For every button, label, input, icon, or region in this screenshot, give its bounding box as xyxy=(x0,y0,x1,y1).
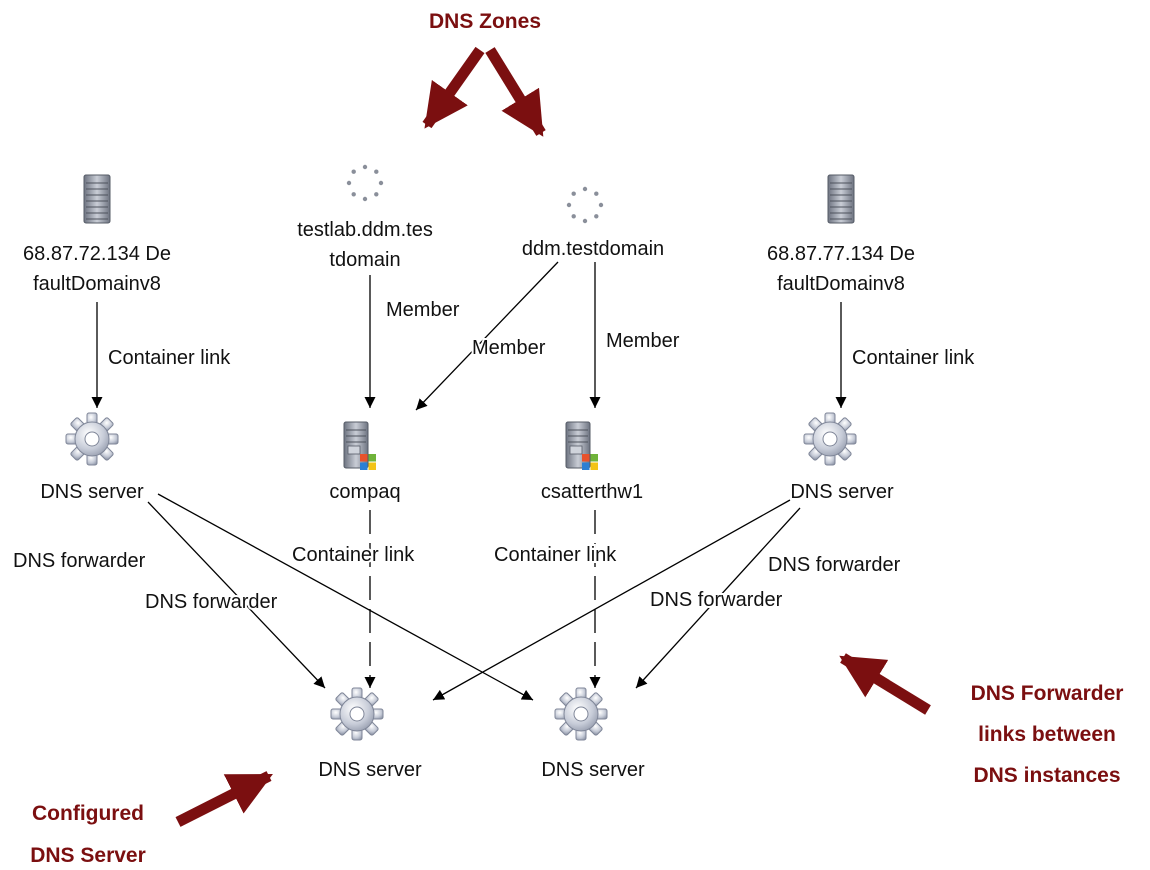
callout-forwarder-line2: links between xyxy=(978,723,1116,746)
node-label-line1: 68.87.72.134 De xyxy=(23,243,171,265)
node-host-csatterthw1[interactable]: csatterthw1 xyxy=(541,421,643,503)
callout-forwarder-line3: DNS instances xyxy=(973,764,1120,787)
edge-label-forwarder-tl-1: DNS forwarder xyxy=(13,550,146,572)
node-label-line2: tdomain xyxy=(329,249,400,271)
edge-forwarder-tr-bl xyxy=(432,499,791,701)
gear-icon xyxy=(330,687,384,741)
edge-label-forwarder-tr-2: DNS forwarder xyxy=(650,589,783,611)
callout-arrow-zones-left xyxy=(422,46,485,129)
callout-arrow-configured xyxy=(175,771,273,827)
node-label: csatterthw1 xyxy=(541,481,643,503)
dns-zone-icon xyxy=(566,186,604,224)
edge-label-container-right: Container link xyxy=(852,347,975,369)
node-label-line2: faultDomainv8 xyxy=(33,273,161,295)
edge-forwarder-tl-bl xyxy=(147,501,326,689)
edge-label-container-compaq: Container link xyxy=(292,544,415,566)
node-label: DNS server xyxy=(790,481,894,503)
node-label: DNS server xyxy=(40,481,144,503)
windows-server-icon xyxy=(565,421,599,471)
node-label-line1: testlab.ddm.tes xyxy=(297,219,433,241)
edge-label-forwarder-tr-1: DNS forwarder xyxy=(768,554,901,576)
node-dns-bottom-right[interactable]: DNS server xyxy=(541,687,645,781)
node-dns-top-right[interactable]: DNS server xyxy=(790,412,894,503)
server-tower-icon xyxy=(83,174,111,224)
node-label-line2: faultDomainv8 xyxy=(777,273,905,295)
gear-icon xyxy=(554,687,608,741)
edge-forwarder-tr-br xyxy=(635,507,801,689)
edge-forwarder-tl-br xyxy=(157,493,534,701)
node-label: ddm.testdomain xyxy=(522,238,664,260)
node-server-right[interactable]: 68.87.77.134 De faultDomainv8 xyxy=(767,174,915,295)
node-dns-top-left[interactable]: DNS server xyxy=(40,412,144,503)
callout-dns-zones: DNS Zones xyxy=(429,10,541,33)
edge-label-container-csat: Container link xyxy=(494,544,617,566)
edge-member-ddm-compaq xyxy=(415,261,559,411)
callout-configured-line1: Configured xyxy=(32,802,144,825)
gear-icon xyxy=(803,412,857,466)
node-server-left[interactable]: 68.87.72.134 De faultDomainv8 xyxy=(23,174,171,295)
edge-label-member-ddm-csat: Member xyxy=(606,330,680,352)
server-tower-icon xyxy=(827,174,855,224)
edge-label-container-left: Container link xyxy=(108,347,231,369)
node-label-line1: 68.87.77.134 De xyxy=(767,243,915,265)
edge-label-member-ddm-compaq: Member xyxy=(472,337,546,359)
node-zone-testlab[interactable]: testlab.ddm.tes tdomain xyxy=(297,164,433,271)
windows-server-icon xyxy=(343,421,377,471)
node-label: DNS server xyxy=(541,759,645,781)
dns-zone-icon xyxy=(346,164,384,202)
node-label: DNS server xyxy=(318,759,422,781)
gear-icon xyxy=(65,412,119,466)
node-zone-ddm[interactable]: ddm.testdomain xyxy=(522,186,664,260)
callout-arrow-zones-right xyxy=(485,47,546,137)
node-label: compaq xyxy=(329,481,400,503)
node-dns-bottom-left[interactable]: DNS server xyxy=(318,687,422,781)
callout-configured-line2: DNS Server xyxy=(30,844,146,867)
edge-label-member-testlab: Member xyxy=(386,299,460,321)
callout-arrow-forwarder xyxy=(839,653,931,715)
node-host-compaq[interactable]: compaq xyxy=(329,421,401,503)
edge-label-forwarder-tl-2: DNS forwarder xyxy=(145,591,278,613)
callout-forwarder-line1: DNS Forwarder xyxy=(971,682,1124,705)
